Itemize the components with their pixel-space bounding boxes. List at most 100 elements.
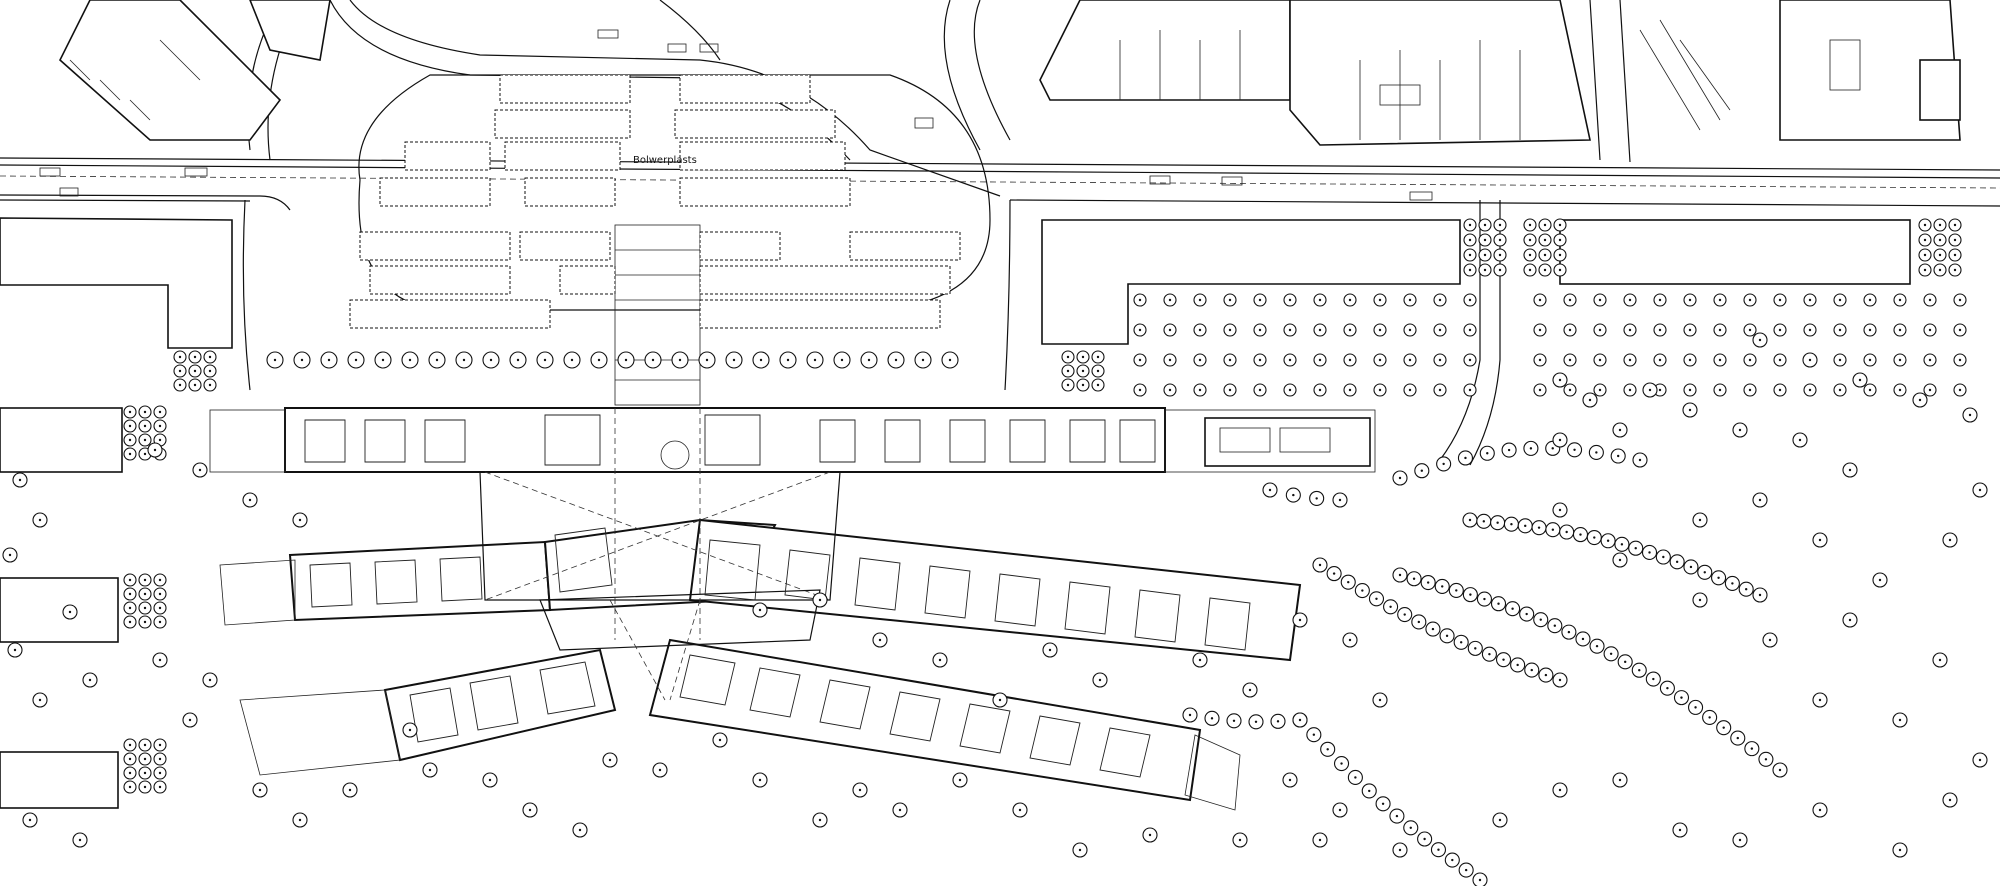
tree-trunk <box>1468 518 1472 522</box>
tree-trunk <box>1497 602 1500 605</box>
tree-trunk <box>300 358 304 362</box>
tree-trunk <box>128 578 132 582</box>
tree-trunk <box>1898 388 1902 392</box>
tree-trunk <box>1838 358 1842 362</box>
tree-trunk <box>1581 637 1585 641</box>
tree-trunk <box>1698 518 1702 522</box>
tree-trunk <box>1468 268 1472 272</box>
tree-trunk <box>1638 669 1641 672</box>
tree-trunk <box>158 620 162 624</box>
tree-trunk <box>1694 706 1697 709</box>
tree-trunk <box>128 452 132 456</box>
tree-trunk <box>1558 378 1562 382</box>
tree-trunk <box>1718 388 1722 392</box>
tree-trunk <box>1898 848 1902 852</box>
building-wings <box>209 407 1376 811</box>
tree-trunk <box>1483 238 1487 242</box>
tree-trunk <box>298 818 302 822</box>
tree-trunk <box>878 638 882 642</box>
tree-trunk <box>1573 448 1576 451</box>
tree-trunk <box>1598 358 1602 362</box>
tree-trunk <box>1081 355 1085 359</box>
tree-trunk <box>1623 660 1627 664</box>
tree-trunk <box>28 818 32 822</box>
tree-trunk <box>8 553 12 557</box>
tree-trunk <box>1138 358 1142 362</box>
tree-trunk <box>608 758 612 762</box>
tree-trunk <box>1868 358 1872 362</box>
tree-trunk <box>1318 328 1322 332</box>
tree-trunk <box>158 771 162 775</box>
tree-trunk <box>1748 358 1752 362</box>
tree-trunk <box>1524 524 1527 528</box>
tree-trunk <box>1168 358 1172 362</box>
tree-trunk <box>1482 520 1486 523</box>
tree-trunk <box>1348 388 1352 392</box>
tree-trunk <box>1408 388 1412 392</box>
tree-trunk <box>818 818 822 822</box>
tree-trunk <box>88 678 92 682</box>
tree-trunk <box>1408 358 1412 362</box>
tree-trunk <box>1378 388 1382 392</box>
tree-trunk <box>1736 736 1739 740</box>
tree-trunk <box>1398 573 1402 577</box>
tree-trunk <box>1838 298 1842 302</box>
tree-trunk <box>143 424 147 428</box>
tree-trunk <box>705 358 709 362</box>
tree-trunk <box>818 598 822 602</box>
tree-trunk <box>488 778 492 782</box>
tree-trunk <box>1078 848 1082 852</box>
tree-trunk <box>1953 223 1957 227</box>
tree-trunk <box>898 808 902 812</box>
tree-trunk <box>678 358 682 362</box>
tree-trunk <box>1620 543 1624 546</box>
tree-trunk <box>1948 798 1952 802</box>
tree-trunk <box>1748 388 1752 392</box>
tree-trunk <box>1898 718 1902 722</box>
tree-trunk <box>624 358 628 362</box>
tree-trunk <box>1768 638 1772 642</box>
tree-trunk <box>158 606 162 610</box>
tree-trunk <box>143 757 147 761</box>
tree-trunk <box>1198 328 1202 332</box>
tree-trunk <box>1276 720 1280 723</box>
tree-trunk <box>298 518 302 522</box>
tree-trunk <box>1558 223 1562 227</box>
tree-trunk <box>178 369 182 373</box>
tree-trunk <box>840 358 844 362</box>
tree-trunk <box>1938 268 1942 272</box>
tree-trunk <box>1354 776 1357 779</box>
tree-trunk <box>1098 678 1102 682</box>
tree-trunk <box>1808 328 1812 332</box>
tree-trunk <box>1096 383 1100 387</box>
tree-trunk <box>1778 328 1782 332</box>
tree-trunk <box>1288 388 1292 392</box>
tree-trunk <box>1898 328 1902 332</box>
tree-trunk <box>158 592 162 596</box>
tree-trunk <box>1398 476 1402 480</box>
tree-trunk <box>1938 658 1942 662</box>
tree-trunk <box>1412 577 1416 580</box>
tree-trunk <box>1378 358 1382 362</box>
tree-trunk <box>1648 551 1651 554</box>
tree-trunk <box>1168 298 1172 302</box>
tree-trunk <box>1558 268 1562 272</box>
tree-trunk <box>1510 523 1513 526</box>
tree-trunk <box>158 785 162 789</box>
tree-trunk <box>1652 677 1655 681</box>
tree-trunk <box>1486 452 1489 455</box>
tree-trunk <box>1678 828 1682 832</box>
tree-trunk <box>1507 448 1511 452</box>
tree-trunk <box>1198 658 1202 662</box>
tree-trunk <box>1708 716 1711 719</box>
tree-trunk <box>1688 298 1692 302</box>
tree-trunk <box>1438 298 1442 302</box>
tree-trunk <box>1375 597 1378 600</box>
tree-trunk <box>1698 598 1702 602</box>
tree-trunk <box>128 438 132 442</box>
tree-trunk <box>128 743 132 747</box>
tree-trunk <box>1298 618 1302 622</box>
tree-trunk <box>1066 383 1070 387</box>
tree-trunk <box>1438 388 1442 392</box>
tree-trunk <box>1318 358 1322 362</box>
